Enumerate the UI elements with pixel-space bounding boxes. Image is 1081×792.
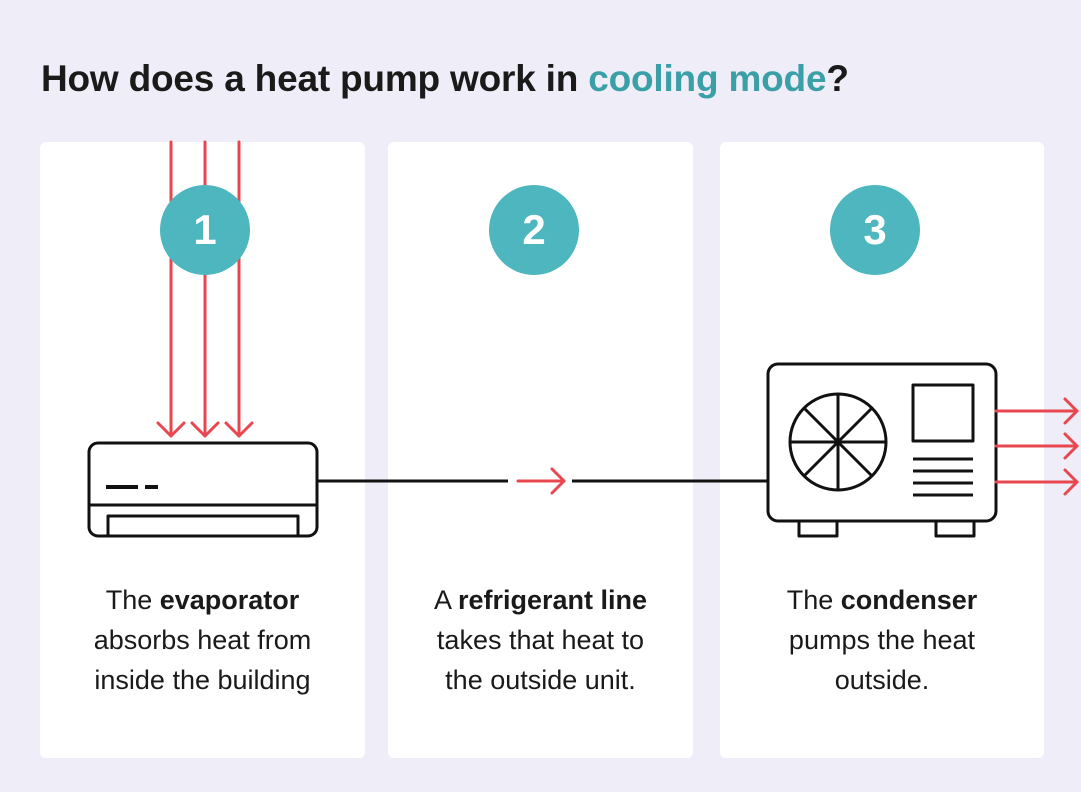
page-title: How does a heat pump work in cooling mod…: [41, 58, 849, 100]
step-2-badge: 2: [489, 185, 579, 275]
step-2-caption-bold: refrigerant line: [457, 585, 648, 615]
title-suffix: ?: [826, 58, 849, 99]
step-1-caption-before: The: [105, 585, 160, 615]
title-prefix: How does a heat pump work in: [41, 58, 589, 99]
step-3-badge: 3: [830, 185, 920, 275]
step-1-badge: 1: [160, 185, 250, 275]
step-1-caption-bold: evaporator: [159, 585, 300, 615]
step-3-caption-bold: condenser: [840, 585, 978, 615]
step-3-caption-before: The: [786, 585, 841, 615]
title-accent: cooling mode: [588, 58, 827, 99]
step-2-caption-before: A: [433, 585, 458, 615]
